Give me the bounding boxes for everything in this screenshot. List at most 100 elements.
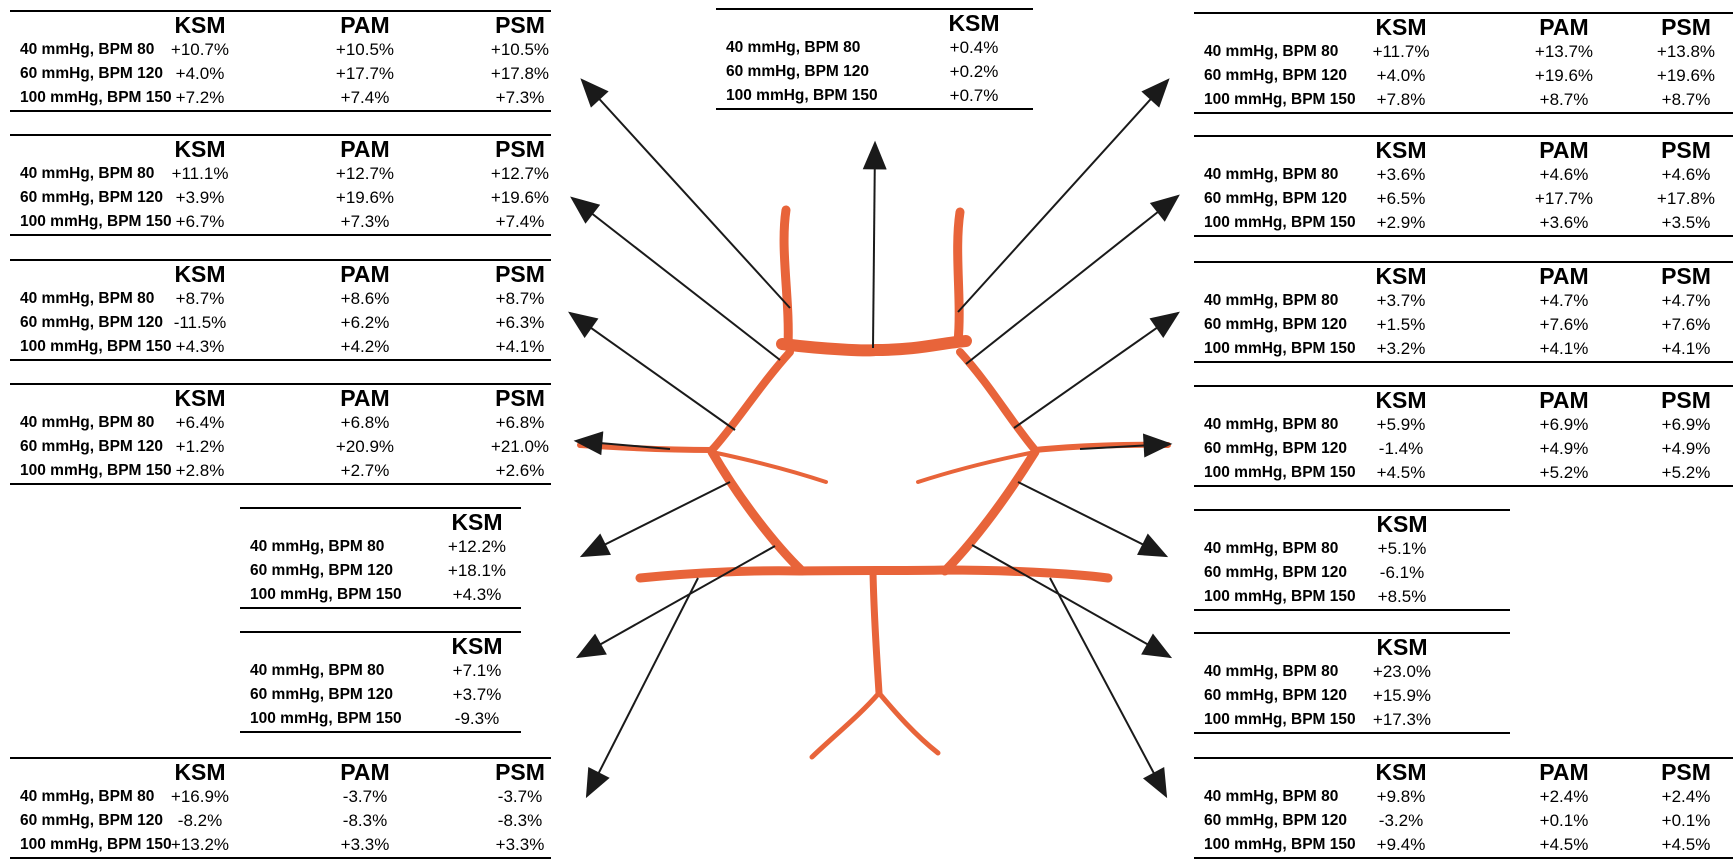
table-row: 60 mmHg, BPM 120-6.1%	[1194, 561, 1510, 585]
arrow-right-6	[971, 544, 1173, 659]
table-row: 100 mmHg, BPM 150+6.7%+7.3%+7.4%	[10, 210, 551, 234]
row-label: 40 mmHg, BPM 80	[20, 414, 155, 431]
table-cell: +4.1%	[1539, 339, 1589, 358]
table-cell: +12.7%	[335, 164, 395, 183]
table-cell: +5.2%	[1539, 463, 1589, 482]
vessel-inner-spur-left	[710, 450, 828, 484]
column-header-psm: PSM	[1661, 759, 1711, 785]
table-header-row: KSM	[1194, 511, 1510, 537]
table-cell: +4.5%	[1376, 463, 1426, 482]
row-label: 60 mmHg, BPM 120	[250, 562, 393, 579]
table-cell: +12.7%	[490, 164, 550, 183]
table-cell: +7.6%	[1661, 315, 1711, 334]
row-label: 100 mmHg, BPM 150	[20, 462, 172, 479]
table-cell: +4.1%	[495, 337, 545, 356]
column-header-psm: PSM	[495, 261, 545, 287]
column-header-psm: PSM	[1661, 14, 1711, 40]
column-header-ksm: KSM	[451, 633, 503, 659]
row-label: 100 mmHg, BPM 150	[20, 836, 172, 853]
table-row: 100 mmHg, BPM 150+3.2%+4.1%+4.1%	[1194, 337, 1733, 361]
row-label: 60 mmHg, BPM 120	[726, 63, 869, 80]
row-label: 100 mmHg, BPM 150	[1204, 91, 1356, 108]
vessel-upper-right-wall	[956, 348, 1039, 454]
row-label: 60 mmHg, BPM 120	[1204, 687, 1347, 704]
table-cell: +4.7%	[1539, 291, 1589, 310]
column-header-pam: PAM	[1539, 137, 1589, 163]
table-row: 100 mmHg, BPM 150+4.5%+5.2%+5.2%	[1194, 461, 1733, 485]
table-cell: +0.2%	[949, 62, 999, 81]
table-cell: +17.7%	[335, 64, 395, 83]
table-cell: +3.5%	[1661, 213, 1711, 232]
row-label: 100 mmHg, BPM 150	[1204, 214, 1356, 231]
table-cell: +20.9%	[335, 437, 395, 456]
row-label: 40 mmHg, BPM 80	[250, 662, 385, 679]
table-cell: -3.2%	[1378, 811, 1424, 830]
table-row: 40 mmHg, BPM 80+11.7%+13.7%+13.8%	[1194, 40, 1733, 64]
table-cell: +10.5%	[335, 40, 395, 59]
table-cell: +11.7%	[1372, 42, 1430, 61]
row-label: 40 mmHg, BPM 80	[20, 165, 155, 182]
column-header-pam: PAM	[340, 261, 390, 287]
row-label: 60 mmHg, BPM 120	[1204, 440, 1347, 457]
table-header-row: KSM	[1194, 634, 1510, 660]
row-label: 100 mmHg, BPM 150	[1204, 340, 1356, 357]
column-header-pam: PAM	[340, 385, 390, 411]
table-row: 40 mmHg, BPM 80+7.1%	[240, 659, 521, 683]
table-cell: +3.6%	[1539, 213, 1589, 232]
row-label: 100 mmHg, BPM 150	[1204, 464, 1356, 481]
table-cell: +1.5%	[1376, 315, 1426, 334]
table-cell: +6.7%	[175, 212, 225, 231]
table-cell: +6.2%	[340, 313, 390, 332]
table-row: 100 mmHg, BPM 150+4.3%	[240, 583, 521, 607]
table-row: 100 mmHg, BPM 150+17.3%	[1194, 708, 1510, 732]
column-header-psm: PSM	[495, 136, 545, 162]
row-label: 40 mmHg, BPM 80	[1204, 788, 1339, 805]
column-header-ksm: KSM	[1376, 511, 1428, 537]
table-cell: +3.3%	[495, 835, 545, 854]
table-cell: +2.7%	[340, 461, 390, 480]
table-cell: +4.5%	[1661, 835, 1711, 854]
table-cell: +2.8%	[175, 461, 225, 480]
row-label: 100 mmHg, BPM 150	[250, 710, 402, 727]
arrow-left-5	[579, 481, 731, 558]
arrow-left-6	[575, 545, 776, 659]
table-cell: +23.0%	[1372, 662, 1432, 681]
row-label: 100 mmHg, BPM 150	[1204, 711, 1356, 728]
table-cell: +4.3%	[175, 337, 225, 356]
table-cell: +7.4%	[340, 88, 390, 107]
table-cell: +19.6%	[335, 188, 395, 207]
table-cell: +13.7%	[1534, 42, 1594, 61]
column-header-psm: PSM	[1661, 137, 1711, 163]
table-cell: +4.7%	[1661, 291, 1711, 310]
arrow-left-7	[585, 577, 699, 799]
table-row: 60 mmHg, BPM 120+6.5%+17.7%+17.8%	[1194, 187, 1733, 211]
table-cell: +6.9%	[1661, 415, 1711, 434]
table-row: 60 mmHg, BPM 120-11.5%+6.2%+6.3%	[10, 311, 551, 335]
table-cell: +2.4%	[1539, 787, 1589, 806]
vessel-outlet-right	[876, 690, 941, 756]
table-cell: +3.9%	[175, 188, 225, 207]
row-label: 40 mmHg, BPM 80	[1204, 166, 1339, 183]
vessel-lower-left-wall	[707, 447, 807, 576]
table-row: 40 mmHg, BPM 80+3.7%+4.7%+4.7%	[1194, 289, 1733, 313]
arrow-left-3	[568, 311, 736, 431]
column-header-ksm: KSM	[174, 136, 226, 162]
table-cell: +4.1%	[1661, 339, 1711, 358]
column-header-psm: PSM	[1661, 263, 1711, 289]
vessel-upper-left-wall	[708, 348, 794, 454]
table-cell: +2.4%	[1661, 787, 1711, 806]
row-label: 60 mmHg, BPM 120	[20, 189, 163, 206]
table-cell: +0.4%	[949, 38, 999, 57]
arrow-left-1	[580, 78, 791, 309]
table-row: 100 mmHg, BPM 150-9.3%	[240, 707, 521, 731]
row-label: 60 mmHg, BPM 120	[20, 438, 163, 455]
column-header-pam: PAM	[340, 12, 390, 38]
